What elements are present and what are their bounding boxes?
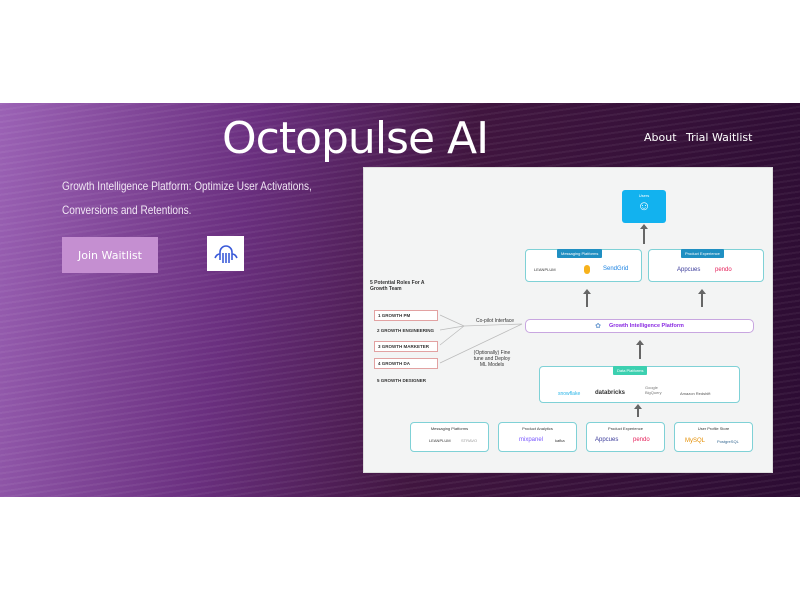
messaging-tag: Messaging Platforms	[557, 249, 603, 258]
leanplum-logo: LEANPLUM	[534, 267, 556, 272]
bigquery-logo: Google BigQuery	[645, 385, 662, 395]
source-product-analytics: Product Analytics mixpanel kafka	[498, 422, 577, 452]
join-waitlist-button[interactable]: Join Waitlist	[62, 237, 158, 273]
gip-label: Growth Intelligence Platform	[609, 323, 684, 329]
databricks-logo: databricks	[595, 390, 626, 396]
pendo-logo: pendo	[715, 267, 732, 273]
gip-icon: ✿	[595, 323, 601, 330]
growth-intelligence-platform: ✿ Growth Intelligence Platform	[525, 319, 754, 333]
role-item: 4 GROWTH DA	[374, 358, 438, 369]
nav-about[interactable]: About	[644, 131, 677, 144]
role-item: 1 GROWTH PM	[374, 310, 438, 321]
data-platforms-tag: Data Platforms	[613, 366, 648, 375]
arrow-up	[640, 224, 648, 244]
users-box: Users ☺	[622, 190, 666, 223]
page-title: Octopulse AI	[222, 113, 489, 164]
connector-lines	[439, 314, 523, 364]
mixpanel-logo: mixpanel	[519, 437, 544, 443]
finetune-label: (Optionally) Fine tune and Deploy ML Mod…	[473, 350, 511, 368]
hero-section: Octopulse AI About Trial Waitlist Growth…	[0, 103, 800, 497]
mysql-logo: MySQL	[685, 438, 706, 444]
kafka-logo: kafka	[555, 438, 565, 443]
pendo-logo: pendo	[633, 437, 650, 443]
arrow-up	[636, 340, 644, 359]
arrow-up	[698, 289, 706, 307]
appcues-logo: Appcues	[595, 437, 619, 443]
source-logo: STRAVO	[461, 438, 478, 443]
role-item: 5 GROWTH DESIGNER	[377, 378, 427, 383]
appcues-logo: Appcues	[677, 267, 701, 273]
role-item: 3 GROWTH MARKETER	[374, 341, 438, 352]
subtitle-line-2: Conversions and Retentions.	[62, 203, 192, 217]
firebase-icon	[584, 265, 590, 274]
roles-title: 5 Potential Roles For A Growth Team	[370, 280, 425, 292]
users-label: Users	[638, 193, 650, 198]
source-messaging: Messaging Platforms LEANPLUM STRAVO	[410, 422, 489, 452]
role-item: 2 GROWTH ENGINEERING	[377, 328, 435, 333]
source-product-experience: Product Experience Appcues pendo	[586, 422, 665, 452]
octopus-logo-icon	[207, 236, 244, 271]
subtitle-line-1: Growth Intelligence Platform: Optimize U…	[62, 179, 312, 193]
redshift-logo: Amazon Redshift	[680, 391, 711, 396]
source-label: User Profile Store	[697, 426, 730, 431]
source-label: Messaging Platforms	[430, 426, 469, 431]
product-experience-top: Product Experience Appcues pendo	[648, 249, 764, 282]
data-platforms: Data Platforms snowflake databricks Goog…	[539, 366, 740, 403]
leanplum-logo: LEANPLUM	[429, 438, 451, 443]
users-icon: ☺	[637, 198, 651, 213]
source-user-profile-store: User Profile Store MySQL PostgreSQL	[674, 422, 753, 452]
snowflake-logo: snowflake	[558, 391, 581, 397]
sendgrid-logo: SendGrid	[603, 266, 629, 272]
architecture-diagram: Users ☺ Messaging Platforms LEANPLUM Sen…	[363, 167, 773, 473]
copilot-label: Co-pilot Interface	[476, 318, 515, 324]
source-label: Product Experience	[608, 426, 643, 431]
postgresql-logo: PostgreSQL	[717, 439, 739, 444]
arrow-up	[583, 289, 591, 307]
product-tag: Product Experience	[681, 249, 724, 258]
arrow-up	[634, 404, 642, 417]
nav-trial-waitlist[interactable]: Trial Waitlist	[686, 131, 753, 144]
source-label: Product Analytics	[522, 426, 553, 431]
messaging-platforms-top: Messaging Platforms LEANPLUM SendGrid	[525, 249, 642, 282]
